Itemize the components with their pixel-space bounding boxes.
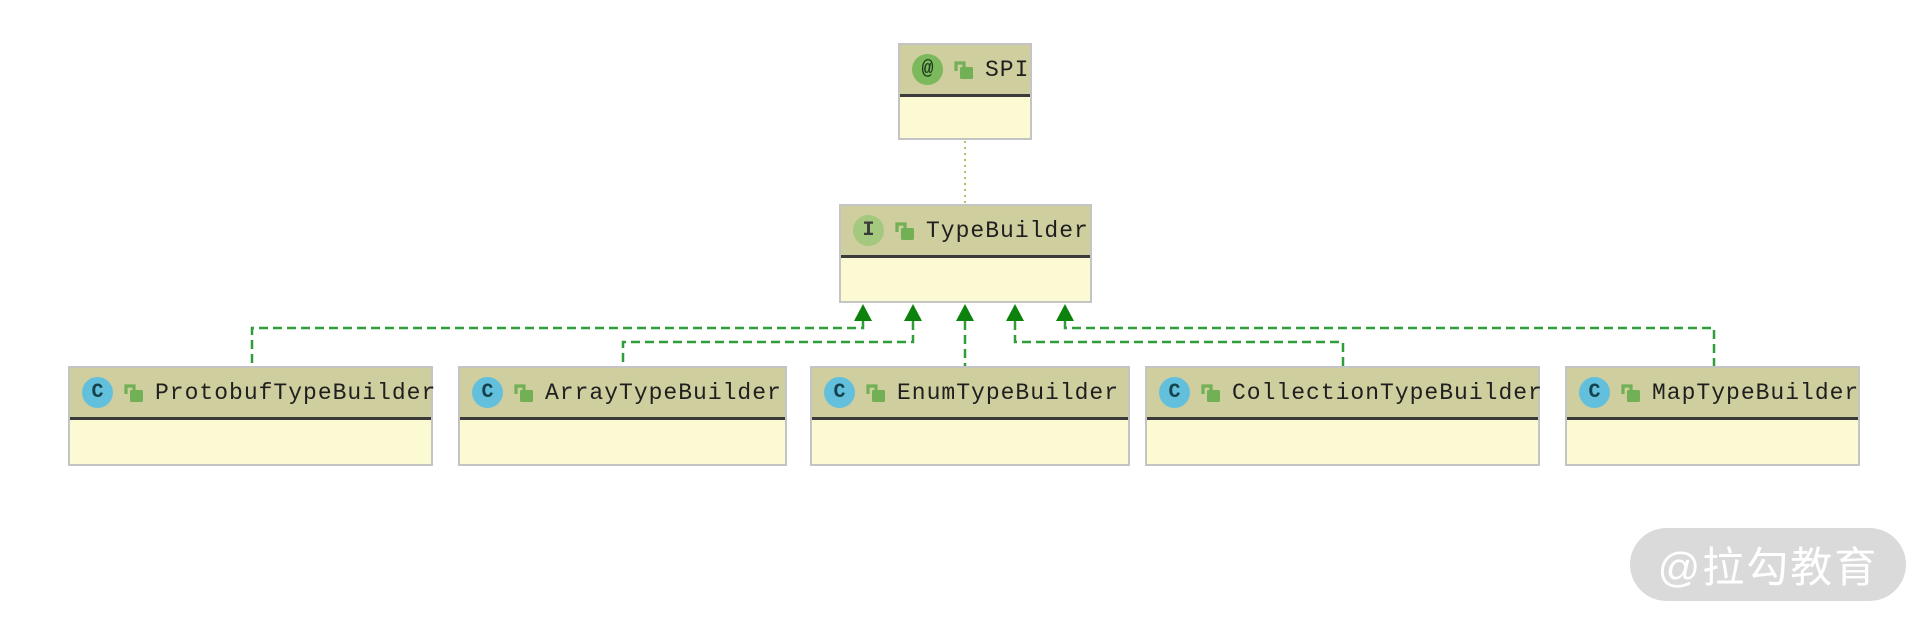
node-header: C ProtobufTypeBuilder <box>70 368 435 420</box>
node-body <box>1567 420 1858 465</box>
arrowhead-icon <box>956 304 974 321</box>
class-node-enumtypebuilder[interactable]: C EnumTypeBuilder <box>810 366 1130 466</box>
unlocked-lock-icon <box>124 383 143 402</box>
class-node-maptypebuilder[interactable]: C MapTypeBuilder <box>1565 366 1860 466</box>
annotation-node-spi[interactable]: @ SPI <box>898 43 1032 140</box>
interface-node-typebuilder[interactable]: I TypeBuilder <box>839 204 1092 303</box>
node-header: I TypeBuilder <box>841 206 1090 258</box>
unlocked-lock-icon <box>954 60 973 79</box>
unlocked-lock-icon <box>866 383 885 402</box>
arrowhead-icon <box>904 304 922 321</box>
class-icon: C <box>1579 377 1610 408</box>
implements-edge-arraytypebuilder <box>621 321 915 366</box>
class-node-protobuftypebuilder[interactable]: C ProtobufTypeBuilder <box>68 366 435 466</box>
class-node-arraytypebuilder[interactable]: C ArrayTypeBuilder <box>458 366 787 466</box>
node-name: ProtobufTypeBuilder <box>155 379 437 406</box>
node-name: EnumTypeBuilder <box>897 379 1120 406</box>
node-body <box>70 420 431 465</box>
class-icon: C <box>1159 377 1190 408</box>
unlocked-lock-icon <box>514 383 533 402</box>
implements-edge-collectiontypebuilder <box>1013 321 1345 366</box>
annotation-icon: @ <box>912 54 943 85</box>
class-icon: C <box>82 377 113 408</box>
implements-edge-protobuftypebuilder <box>250 321 865 366</box>
node-body <box>460 420 785 465</box>
node-body <box>1147 420 1538 465</box>
node-header: C EnumTypeBuilder <box>812 368 1128 420</box>
unlocked-lock-icon <box>895 221 914 240</box>
node-name: MapTypeBuilder <box>1652 379 1860 406</box>
arrowhead-icon <box>1006 304 1024 321</box>
node-body <box>841 258 1090 303</box>
interface-icon: I <box>853 215 884 246</box>
node-header: C MapTypeBuilder <box>1567 368 1858 420</box>
node-name: TypeBuilder <box>926 217 1089 244</box>
watermark-badge: @拉勾教育 <box>1630 528 1906 601</box>
node-header: C CollectionTypeBuilder <box>1147 368 1542 420</box>
node-name: SPI <box>985 56 1030 83</box>
node-name: CollectionTypeBuilder <box>1232 379 1543 406</box>
node-name: ArrayTypeBuilder <box>545 379 782 406</box>
unlocked-lock-icon <box>1621 383 1640 402</box>
class-icon: C <box>472 377 503 408</box>
implements-edge-maptypebuilder <box>1063 321 1716 366</box>
node-body <box>900 97 1030 142</box>
arrowhead-icon <box>854 304 872 321</box>
node-header: @ SPI <box>900 45 1030 97</box>
class-icon: C <box>824 377 855 408</box>
node-header: C ArrayTypeBuilder <box>460 368 785 420</box>
node-body <box>812 420 1128 465</box>
class-node-collectiontypebuilder[interactable]: C CollectionTypeBuilder <box>1145 366 1542 466</box>
unlocked-lock-icon <box>1201 383 1220 402</box>
arrowhead-icon <box>1056 304 1074 321</box>
